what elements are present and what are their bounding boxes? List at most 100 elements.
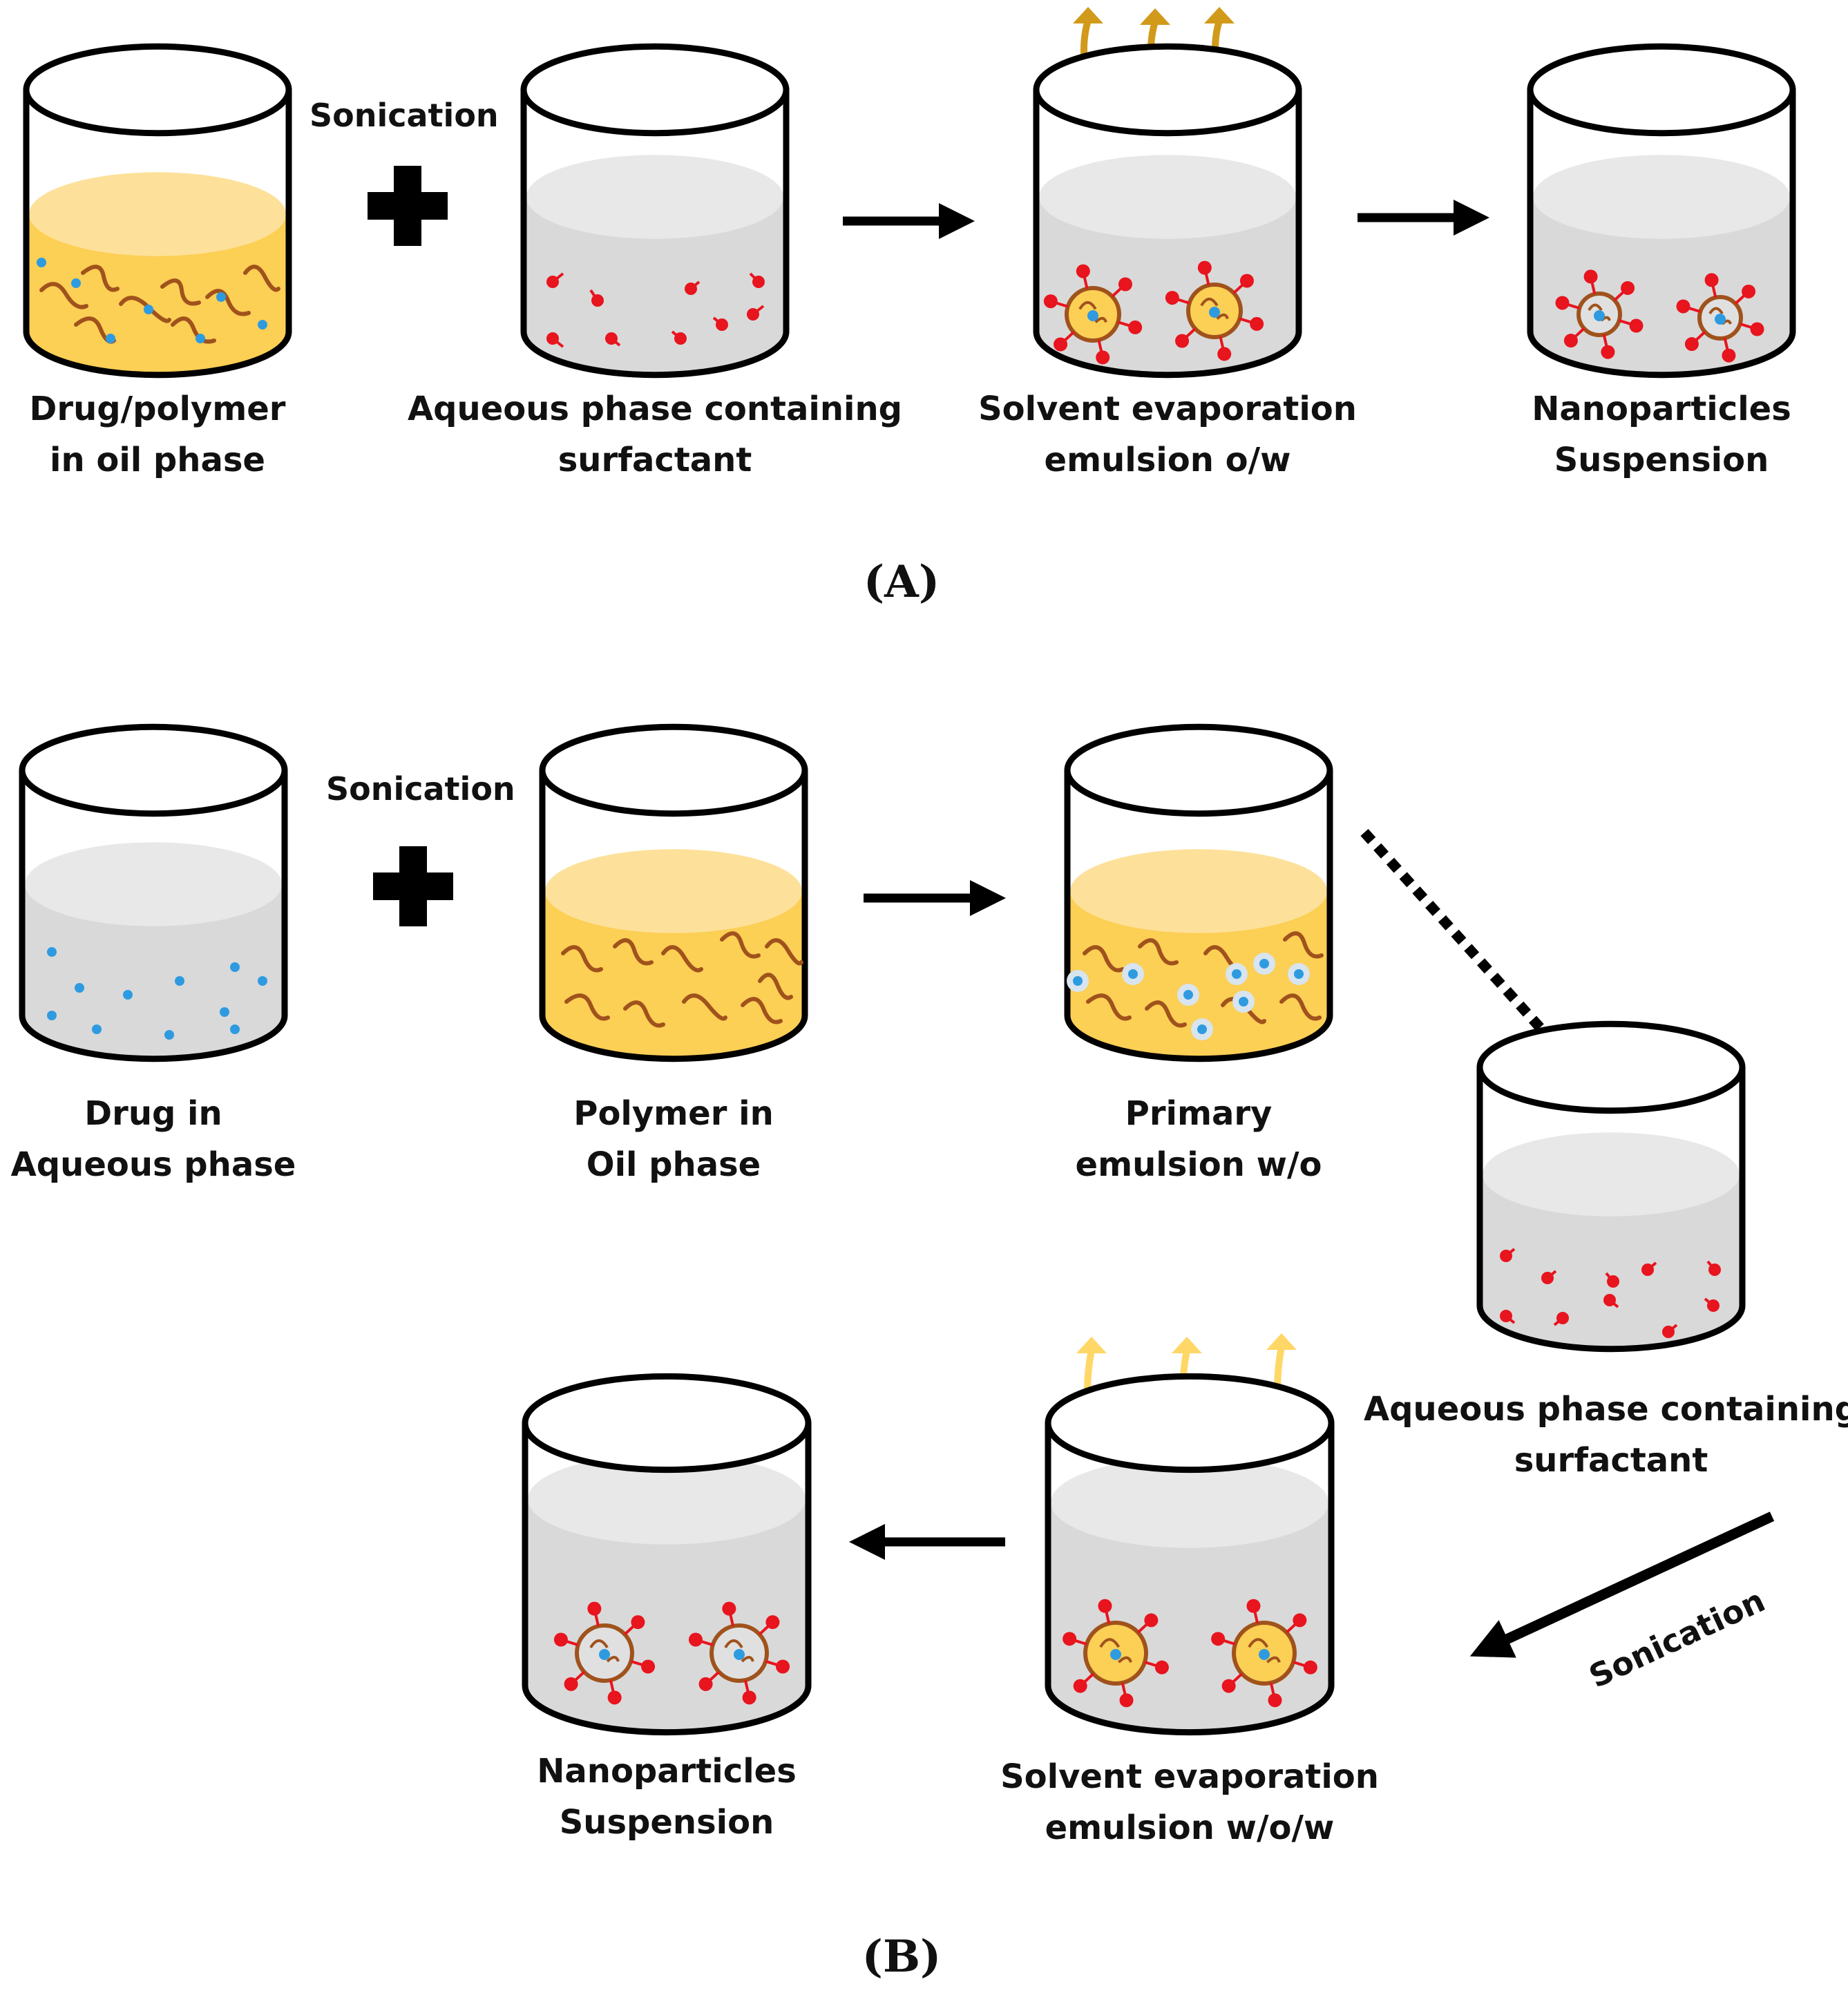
beaker-outline	[522, 1423, 812, 1736]
surfactant-head	[1246, 1599, 1261, 1613]
drug-molecule	[37, 258, 46, 267]
drug-molecule	[220, 1007, 229, 1017]
surfactant-head	[1268, 1693, 1282, 1708]
beaker-outline	[1527, 90, 1796, 379]
beaker-rim	[1476, 1020, 1746, 1114]
vapor-head	[1266, 1333, 1297, 1350]
particle-polymer	[1248, 1638, 1281, 1663]
drug-molecule	[75, 983, 84, 993]
vapor-head	[1204, 7, 1235, 23]
particle-drug	[1259, 1649, 1270, 1660]
surfactant-head	[1676, 299, 1690, 314]
polymer-chain	[561, 945, 603, 973]
surfactant-head	[605, 332, 618, 345]
surfactant-head	[553, 1632, 568, 1647]
beaker-rim	[19, 723, 288, 817]
panel-label-a: (A)	[863, 556, 940, 608]
beaker-outline	[520, 90, 790, 379]
liquid-surface	[1051, 1457, 1328, 1548]
surfactant-head	[1684, 337, 1699, 352]
polymer-chain	[661, 945, 703, 973]
beaker-solvent-evap-wow	[1045, 1373, 1335, 1736]
liquid-surface	[1483, 1132, 1740, 1217]
surfactant-head	[1541, 1272, 1554, 1284]
surfactant-head	[685, 283, 697, 295]
vapor-head	[1076, 1337, 1107, 1353]
beaker-outline	[1033, 90, 1302, 379]
particle-polymer	[1200, 297, 1229, 320]
beaker-rim	[1033, 43, 1302, 137]
polymer-chain	[205, 289, 251, 316]
beaker-outline	[19, 770, 288, 1062]
surfactant-head	[591, 294, 604, 307]
polymer-chain	[1145, 1000, 1187, 1028]
polymer-chain	[758, 973, 793, 1000]
surfactant-head	[742, 1690, 756, 1705]
surfactant-head	[1704, 273, 1719, 287]
drug-molecule	[164, 1030, 174, 1040]
surfactant-head	[1165, 291, 1179, 305]
particle-drug	[1087, 310, 1098, 321]
drug-molecule	[230, 962, 240, 972]
surfactant-head	[631, 1615, 645, 1630]
drug-molecule	[1197, 1024, 1207, 1034]
beaker-rim	[539, 723, 808, 817]
liquid-surface	[1070, 849, 1327, 933]
surfactant-head	[546, 276, 559, 288]
beaker-outline	[1045, 1423, 1335, 1736]
surfactant-head	[674, 332, 687, 345]
beaker-aqueous-surfactant-a	[520, 43, 790, 379]
beaker-drug-polymer-oil	[23, 43, 292, 379]
surfactant-head	[1563, 334, 1578, 348]
surfactant-head	[1742, 284, 1756, 298]
drug-molecule	[47, 947, 57, 957]
beaker-rim	[520, 43, 790, 137]
beaker-outline	[1064, 770, 1333, 1062]
liquid	[29, 214, 286, 374]
particle-drug	[599, 1649, 610, 1660]
surfactant-head	[1303, 1660, 1317, 1675]
beaker-rim	[522, 1373, 812, 1474]
polymer-chain	[39, 282, 88, 309]
surfactant-head	[1073, 1679, 1087, 1693]
surfactant-head	[1607, 1275, 1619, 1288]
surfactant-head	[1043, 294, 1058, 309]
drug-molecule	[47, 1011, 57, 1020]
surfactant-head	[1556, 1312, 1569, 1324]
liquid	[545, 891, 802, 1058]
beaker-outline	[23, 90, 292, 379]
polymer-chain	[1279, 993, 1322, 1021]
sonication-label-a: Sonication	[309, 97, 499, 134]
surfactant-head	[546, 332, 559, 345]
polymer-chain	[613, 938, 654, 966]
beaker-outline	[539, 770, 808, 1062]
polymer-chain	[682, 993, 727, 1021]
particle-drug	[1209, 307, 1220, 318]
surfactant-head	[765, 1615, 780, 1630]
surfactant-head	[1603, 1294, 1616, 1306]
liquid	[25, 884, 282, 1058]
arrow-b-sonication	[1469, 1512, 1775, 1658]
surfactant-head	[1621, 280, 1635, 295]
surfactant-head	[1154, 1660, 1169, 1675]
vapor-head	[1073, 7, 1103, 23]
surfactant-head	[1119, 1693, 1134, 1708]
particle-polymer	[1078, 301, 1107, 323]
drug-molecule	[71, 278, 81, 288]
surfactant-head	[1601, 345, 1615, 359]
plus-sign-b	[373, 846, 453, 926]
liquid	[1483, 1174, 1740, 1348]
polymer-chain	[741, 997, 783, 1024]
particle-drug	[1110, 1649, 1121, 1660]
sonication-label-b: Sonication	[326, 770, 515, 808]
drug-molecule	[144, 305, 153, 314]
surfactant-head	[1076, 264, 1090, 278]
polymer-chain	[623, 1000, 665, 1028]
